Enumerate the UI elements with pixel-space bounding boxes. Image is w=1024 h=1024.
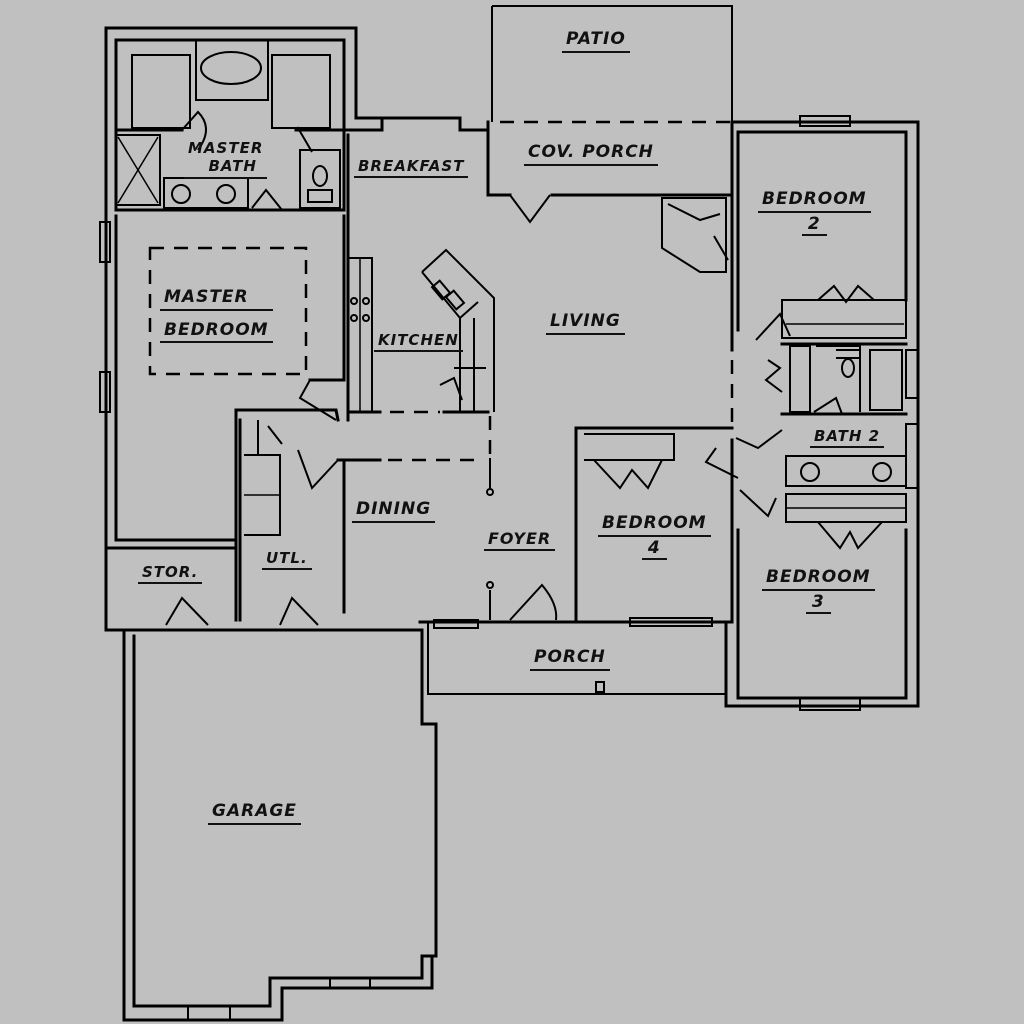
room-label-cov-porch: COV. PORCH [524, 142, 658, 166]
room-label-kitchen: KITCHEN [374, 331, 463, 353]
room-label-utl: UTL. [262, 549, 312, 571]
master-bedroom-walls [99, 214, 346, 542]
garage-walls [122, 628, 438, 1022]
room-label-bedroom-2: BEDROOM 2 [758, 189, 871, 237]
bedroom-4-walls [574, 426, 739, 627]
bath-2-walls [735, 284, 919, 550]
room-label-bedroom-4: BEDROOM 4 [598, 513, 711, 561]
room-label-porch: PORCH [530, 647, 610, 671]
room-label-bath-2: BATH 2 [810, 427, 885, 449]
room-label-patio: PATIO [562, 29, 630, 53]
room-label-living: LIVING [546, 311, 625, 335]
room-label-breakfast: BREAKFAST [354, 157, 469, 179]
room-label-garage: GARAGE [208, 801, 301, 825]
room-label-master-bath: MASTER BATH [184, 139, 268, 179]
utility-dining-walls [104, 408, 734, 632]
room-label-bedroom-3: BEDROOM 3 [762, 567, 875, 615]
room-label-stor: STOR. [138, 563, 203, 585]
porch-outline [427, 619, 726, 695]
main-walls [342, 116, 734, 622]
bedroom-3-walls [724, 348, 920, 711]
room-label-dining: DINING [352, 499, 436, 523]
room-label-foyer: FOYER [484, 529, 556, 552]
room-label-master-bedroom: MASTER BEDROOM [160, 287, 273, 344]
bedroom-2-walls [730, 115, 920, 352]
